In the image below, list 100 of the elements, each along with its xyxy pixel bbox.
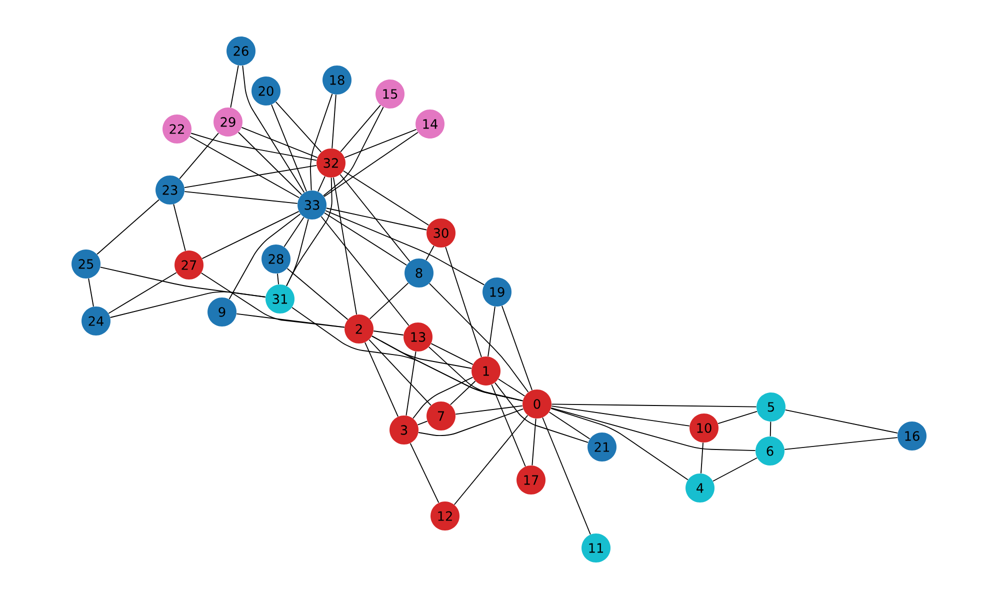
edge-line: [488, 306, 496, 357]
graph-node: 19: [482, 278, 512, 306]
edge-line: [542, 417, 591, 535]
edge-line: [284, 216, 304, 248]
graph-node: 22: [162, 114, 192, 144]
graph-node: 8: [404, 258, 434, 288]
edge-line: [228, 213, 301, 300]
edge-line: [373, 330, 404, 336]
edge-line: [502, 305, 533, 391]
edge-line: [96, 199, 160, 255]
edge-line: [371, 336, 472, 369]
graph-node: 16: [898, 422, 926, 450]
graph-node: 29: [214, 108, 242, 136]
edge-line: [417, 420, 428, 426]
edge-line: [412, 376, 474, 419]
graph-node: 18: [322, 66, 352, 94]
edge-line: [200, 272, 345, 328]
edge-line: [364, 342, 398, 417]
graph-node: 27: [174, 250, 204, 280]
edge-line: [108, 272, 177, 314]
graph-node: 23: [156, 176, 184, 204]
graph-node: 15: [376, 80, 404, 108]
edge-line: [179, 132, 219, 180]
edge-line: [445, 246, 482, 358]
edge-line: [494, 382, 588, 443]
edge-line: [275, 101, 322, 153]
edge-line: [286, 268, 348, 320]
edge-line: [368, 339, 432, 406]
edge-line: [332, 94, 336, 149]
graph-node: 28: [262, 244, 290, 274]
graph-node: 5: [756, 392, 786, 422]
edge-line: [450, 380, 476, 406]
edge-line: [718, 410, 758, 424]
graph-node: 10: [690, 414, 718, 442]
graph-node: 13: [404, 322, 432, 352]
edge-line: [324, 132, 418, 198]
graph-node: 17: [516, 466, 546, 494]
edge-line: [310, 93, 333, 191]
graph-node: 7: [426, 402, 456, 430]
edge-line: [784, 437, 898, 450]
graph-node: 31: [266, 284, 294, 314]
edge-line: [173, 204, 186, 252]
graph-node: 21: [588, 432, 616, 462]
edge-line: [344, 128, 417, 158]
edge-line: [286, 218, 309, 286]
edge-line: [532, 418, 536, 466]
edge-line: [430, 343, 474, 365]
edge-line: [551, 404, 757, 408]
edge-line: [236, 313, 345, 328]
graph-node: 9: [208, 298, 236, 326]
edge-line: [271, 104, 307, 192]
edge-line: [428, 346, 524, 402]
graph-node: 20: [252, 76, 280, 106]
edge-line: [326, 208, 428, 230]
graph-node: 26: [226, 36, 256, 66]
edge-line: [202, 211, 300, 259]
edge-line: [320, 216, 410, 326]
edge-line: [550, 407, 756, 452]
edge-line: [324, 212, 408, 266]
edge-line: [498, 378, 526, 396]
edge-line: [184, 191, 298, 204]
edge-line: [292, 307, 524, 402]
edge-line: [454, 414, 528, 506]
graph-node: 25: [72, 250, 100, 278]
edge-line: [322, 106, 384, 196]
edge-line: [238, 132, 302, 196]
edge-line: [418, 408, 524, 436]
edge-line: [369, 282, 409, 320]
edge-line: [410, 442, 440, 504]
graph-node: 11: [582, 534, 610, 562]
edge-line: [340, 104, 381, 152]
edge-line: [770, 421, 772, 437]
edge-line: [428, 282, 529, 393]
edge-line: [242, 65, 305, 193]
edge-line: [230, 65, 239, 108]
edge-line: [551, 406, 690, 426]
graph-node: 14: [416, 110, 444, 138]
graph-node: 4: [686, 474, 714, 502]
edge-line: [550, 408, 688, 480]
edge-line: [340, 174, 410, 262]
edge-line: [318, 176, 326, 192]
edge-line: [332, 177, 358, 315]
edge-line: [189, 136, 300, 198]
edge-line: [712, 457, 758, 482]
edge-line: [277, 273, 279, 285]
edge-line: [784, 410, 898, 434]
edge-line: [110, 291, 266, 318]
graph-node: 30: [426, 218, 456, 248]
edge-line: [184, 164, 317, 188]
graph-node: 6: [756, 436, 784, 466]
edge-line: [700, 442, 704, 474]
edge-line: [100, 266, 266, 298]
edge-line: [241, 126, 318, 158]
edge-line: [426, 245, 434, 261]
edge-line: [190, 132, 317, 161]
edge-line: [406, 351, 416, 416]
graph-node: 1: [472, 356, 500, 386]
edge-line: [455, 405, 523, 415]
graph-node: 33: [298, 190, 326, 220]
edge-line: [548, 412, 590, 440]
